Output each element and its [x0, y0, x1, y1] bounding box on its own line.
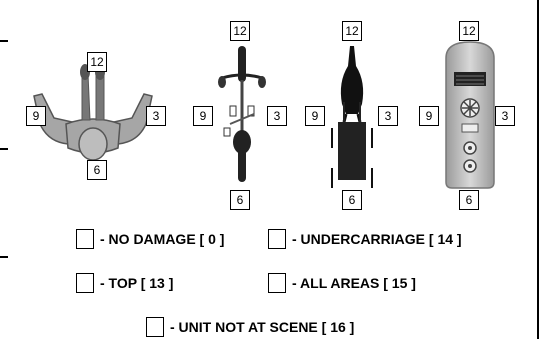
unit-not-at-scene-label: - UNIT NOT AT SCENE [ 16 ] — [170, 319, 355, 335]
bicycle-top-view-icon — [218, 46, 266, 182]
no-damage-option[interactable]: - NO DAMAGE [ 0 ] — [76, 229, 224, 249]
clock-label-9: 9 — [193, 106, 213, 126]
clock-label-6: 6 — [342, 190, 362, 210]
clock-label-6: 6 — [230, 190, 250, 210]
top-checkbox[interactable] — [76, 273, 94, 293]
all-areas-checkbox[interactable] — [268, 273, 286, 293]
unit-not-at-scene-checkbox[interactable] — [146, 317, 164, 337]
undercarriage-checkbox[interactable] — [268, 229, 286, 249]
all-areas-label: - ALL AREAS [ 15 ] — [292, 275, 416, 291]
undercarriage-option[interactable]: - UNDERCARRIAGE [ 14 ] — [268, 229, 462, 249]
horse-drawn-cart-top-view-icon — [331, 46, 373, 188]
clock-label-12: 12 — [342, 21, 362, 41]
all-areas-option[interactable]: - ALL AREAS [ 15 ] — [268, 273, 416, 293]
clock-label-12: 12 — [459, 21, 479, 41]
clock-label-12: 12 — [230, 21, 250, 41]
clock-label-3: 3 — [267, 106, 287, 126]
form-right-border — [537, 0, 539, 339]
top-option[interactable]: - TOP [ 13 ] — [76, 273, 173, 293]
clock-label-3: 3 — [378, 106, 398, 126]
unit-not-at-scene-option[interactable]: - UNIT NOT AT SCENE [ 16 ] — [146, 317, 354, 337]
clock-label-9: 9 — [305, 106, 325, 126]
clock-label-3: 3 — [146, 106, 166, 126]
clock-label-6: 6 — [87, 160, 107, 180]
no-damage-checkbox[interactable] — [76, 229, 94, 249]
clock-label-9: 9 — [26, 106, 46, 126]
clock-label-9: 9 — [419, 106, 439, 126]
undercarriage-label: - UNDERCARRIAGE [ 14 ] — [292, 231, 462, 247]
clock-label-6: 6 — [459, 190, 479, 210]
clock-label-3: 3 — [495, 106, 515, 126]
form-edge-rule — [0, 256, 8, 258]
form-edge-rule — [0, 148, 8, 150]
form-edge-rule — [0, 40, 8, 42]
pedestrian-top-view-icon — [33, 64, 153, 161]
no-damage-label: - NO DAMAGE [ 0 ] — [100, 231, 225, 247]
clock-label-12: 12 — [87, 52, 107, 72]
train-unit-top-view-icon — [445, 41, 495, 189]
top-label: - TOP [ 13 ] — [100, 275, 174, 291]
